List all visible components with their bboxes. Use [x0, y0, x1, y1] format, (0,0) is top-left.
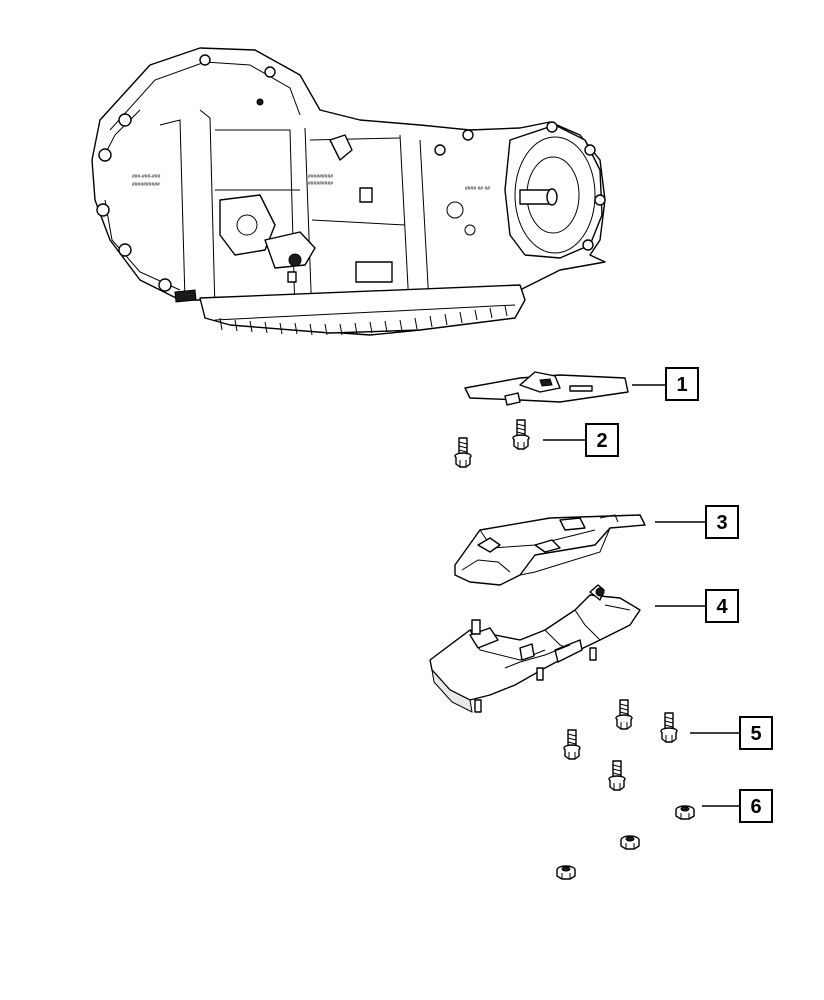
crossmember-icon: [429, 584, 641, 713]
callout-5: 5: [739, 716, 773, 750]
callout-number: 4: [716, 596, 728, 618]
bolt-icon: [454, 419, 530, 468]
svg-text:###-###-###: ###-###-###: [132, 174, 161, 180]
callout-4: 4: [705, 589, 739, 623]
callout-number: 1: [676, 374, 687, 396]
callout-number: 5: [750, 723, 761, 745]
callout-1: 1: [665, 367, 699, 401]
mount-plate-icon: [464, 371, 629, 406]
callout-number: 6: [750, 796, 761, 818]
svg-text:#########: #########: [308, 181, 333, 187]
callout-2: 2: [585, 423, 619, 457]
svg-text:#########: #########: [308, 174, 333, 180]
svg-text:##########: ##########: [132, 182, 160, 188]
mount-bracket-icon: [454, 514, 646, 586]
callout-6: 6: [739, 789, 773, 823]
callout-number: 3: [716, 512, 727, 534]
nut-icon: [556, 805, 695, 880]
transmission-assembly-icon: ###-###-### ########## ######### #######…: [91, 47, 606, 336]
callout-number: 2: [596, 430, 607, 452]
bolt-icon: [563, 699, 678, 791]
svg-text:#### ## ##: #### ## ##: [465, 186, 490, 192]
callout-3: 3: [705, 505, 739, 539]
